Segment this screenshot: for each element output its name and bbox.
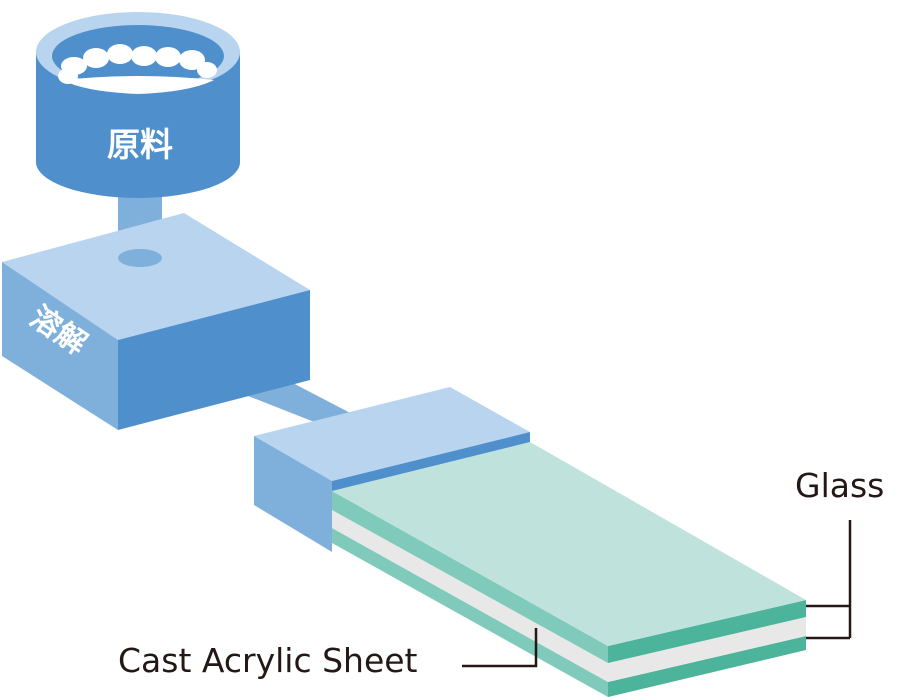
raw-material-label: 原料 [107, 125, 173, 164]
hopper-body [36, 52, 240, 198]
glass-callout: Glass [795, 466, 884, 640]
raw-pellets [58, 44, 217, 94]
bottom-glass-front [332, 528, 608, 697]
melt-box-top [2, 213, 310, 340]
acrylic-leader-line [462, 628, 538, 668]
cast-acrylic-sheet-label: Cast Acrylic Sheet [118, 641, 418, 680]
top-glass-front [332, 491, 608, 663]
acrylic-layer-edge [608, 617, 806, 682]
melt-box: 溶解 [2, 213, 310, 430]
top-glass-edge [608, 600, 806, 663]
glass-leader-line [806, 520, 852, 640]
glass-label: Glass [795, 466, 884, 505]
mold-head-top [254, 387, 530, 481]
melt-box-left [2, 262, 118, 430]
acrylic-layer-front [332, 510, 608, 682]
acrylic-callout: Cast Acrylic Sheet [118, 628, 538, 680]
bottom-glass-edge [608, 636, 806, 697]
top-glass-surface [332, 442, 806, 646]
mold-head-top-edge [332, 432, 530, 491]
raw-material-hopper: 原料 [36, 12, 240, 266]
mold-head-front [254, 436, 332, 552]
cast-mold [254, 387, 806, 697]
melt-box-right [118, 290, 310, 430]
